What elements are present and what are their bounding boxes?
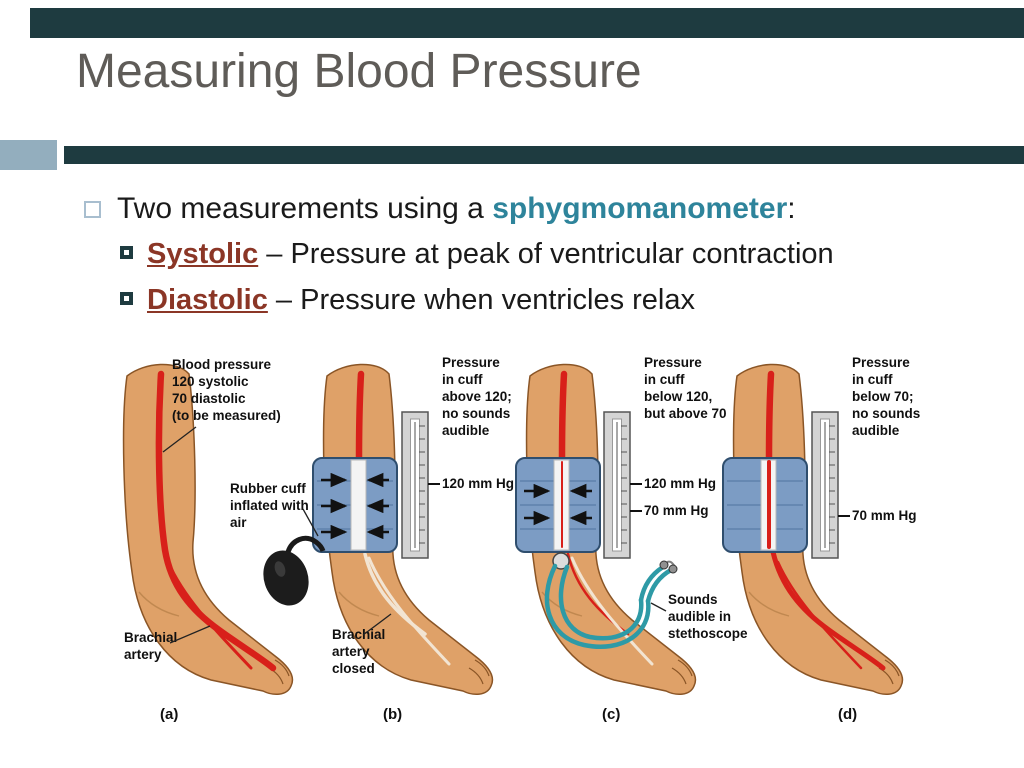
cuff-label: inflated with — [230, 498, 309, 513]
bp-label: 70 diastolic — [172, 391, 246, 406]
sub-bullet-square-icon — [120, 292, 133, 305]
pressure-label-b: audible — [442, 423, 490, 438]
bullet-highlight: sphygmomanometer — [492, 192, 788, 225]
pressure-arrows-b — [321, 472, 389, 540]
pressure-label-c: below 120, — [644, 389, 712, 404]
artery-closed-label: artery — [332, 644, 370, 659]
panel-c: Pressure in cuff below 120, but above 70… — [515, 355, 748, 723]
artery-closed-label: Brachial — [332, 627, 385, 642]
accent-block — [0, 140, 57, 170]
bp-label: (to be measured) — [172, 408, 281, 423]
pressure-label-d: audible — [852, 423, 900, 438]
sub-bullet-text: Systolic – Pressure at peak of ventricul… — [147, 238, 834, 271]
brachial-artery-c — [558, 370, 568, 464]
bullet-square-icon — [84, 201, 101, 218]
pressure-label-b: in cuff — [442, 372, 483, 387]
leader-line — [650, 602, 667, 612]
panel-b: Rubber cuff inflated with air Pressure i… — [230, 355, 514, 723]
sounds-label: audible in — [668, 609, 731, 624]
brachial-artery-b — [355, 370, 365, 464]
cuff-c — [515, 457, 601, 553]
diastolic-definition: – Pressure when ventricles relax — [267, 284, 696, 316]
artery-closed-label: closed — [332, 661, 375, 676]
gauge-reading-c-low: 70 mm Hg — [644, 503, 709, 518]
pressure-label-b: Pressure — [442, 355, 500, 370]
leader-line — [169, 625, 211, 644]
brachial-artery-d — [765, 370, 775, 464]
panel-a: Blood pressure 120 systolic 70 diastolic… — [122, 357, 294, 723]
brachial-artery-label: artery — [124, 647, 162, 662]
gauge-reading-d: 70 mm Hg — [852, 508, 917, 523]
brachial-artery-a — [155, 370, 277, 672]
sounds-label: Sounds — [668, 592, 718, 607]
term-systolic: Systolic — [147, 238, 259, 270]
caption-a: (a) — [160, 706, 178, 723]
gauge-c — [603, 411, 642, 559]
sub-bullet-text: Diastolic – Pressure when ventricles rel… — [147, 284, 695, 317]
leader-line — [302, 508, 319, 537]
bp-label: 120 systolic — [172, 374, 249, 389]
arm-b — [312, 363, 494, 696]
pressure-label-d: below 70; — [852, 389, 914, 404]
gauge-b — [401, 411, 440, 559]
bulb-pump-icon — [263, 535, 326, 606]
sub-bullet-systolic: Systolic – Pressure at peak of ventricul… — [120, 238, 1000, 271]
sounds-label: stethoscope — [668, 626, 748, 641]
gauge-reading-b: 120 mm Hg — [442, 476, 514, 491]
pressure-arrows-c — [524, 483, 592, 526]
caption-d: (d) — [838, 706, 857, 723]
cuff-label: Rubber cuff — [230, 481, 306, 496]
pressure-label-c: in cuff — [644, 372, 685, 387]
bp-diagram: Blood pressure 120 systolic 70 diastolic… — [122, 355, 920, 723]
arm-d — [722, 363, 904, 696]
pressure-label-c: Pressure — [644, 355, 702, 370]
stethoscope-icon — [544, 552, 678, 649]
pressure-label-d: no sounds — [852, 406, 920, 421]
sub-bullet-diastolic: Diastolic – Pressure when ventricles rel… — [120, 284, 1000, 317]
gauge-d — [811, 411, 850, 559]
cuff-d — [722, 457, 808, 553]
leader-line — [362, 613, 392, 636]
systolic-definition: – Pressure at peak of ventricular contra… — [258, 238, 834, 270]
cuff-label: air — [230, 515, 247, 530]
top-bar — [30, 8, 1024, 38]
caption-c: (c) — [602, 706, 620, 723]
arm-a — [122, 363, 294, 696]
bullet-text-before: Two measurements using a — [117, 192, 493, 225]
pressure-label-b: no sounds — [442, 406, 510, 421]
panel-d: Pressure in cuff below 70; no sounds aud… — [722, 355, 920, 723]
page-title: Measuring Blood Pressure — [76, 45, 642, 98]
pressure-label-b: above 120; — [442, 389, 512, 404]
brachial-artery-label: Brachial — [124, 630, 177, 645]
pressure-label-d: Pressure — [852, 355, 910, 370]
bullet-text-after: : — [787, 192, 796, 225]
arm-c — [515, 363, 697, 696]
bullet-line: Two measurements using a sphygmomanomete… — [84, 192, 984, 226]
pressure-label-c: but above 70 — [644, 406, 727, 421]
leader-line — [162, 426, 197, 453]
caption-b: (b) — [383, 706, 402, 723]
term-diastolic: Diastolic — [147, 284, 268, 316]
bullet-text: Two measurements using a sphygmomanomete… — [117, 192, 796, 226]
divider-bar — [64, 146, 1024, 164]
gauge-reading-c-high: 120 mm Hg — [644, 476, 716, 491]
bp-label: Blood pressure — [172, 357, 272, 372]
sub-bullet-square-icon — [120, 246, 133, 259]
pressure-label-d: in cuff — [852, 372, 893, 387]
